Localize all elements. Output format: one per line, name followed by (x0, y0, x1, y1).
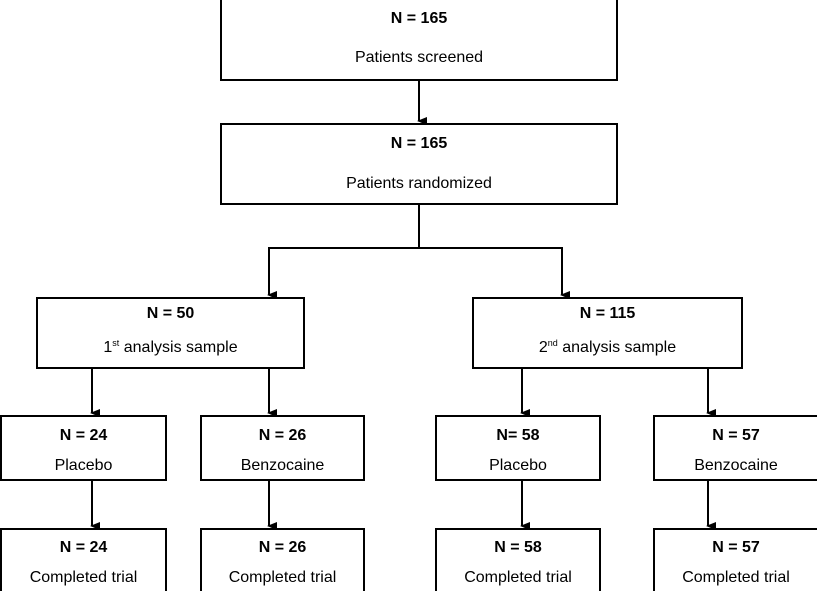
s2-benzocaine-completed-count: N = 57 (712, 539, 760, 556)
s2-placebo-completed-label: Completed trial (464, 569, 572, 586)
screened-count: N = 165 (390, 10, 448, 27)
s1-placebo-completed-count: N = 24 (59, 539, 108, 556)
box-s1-placebo: N = 24 Placebo (0, 415, 167, 481)
sample2-count: N = 115 (579, 305, 636, 322)
s2-benzocaine-label: Benzocaine (694, 457, 778, 474)
s2-benzocaine-completed-label: Completed trial (682, 569, 790, 586)
sample2-label: 2nd analysis sample (474, 339, 741, 357)
box-patients-screened: N = 165 Patients screened (220, 0, 618, 81)
box-s1-benzocaine: N = 26 Benzocaine (200, 415, 365, 481)
sample1-ordinal-suffix: st (112, 338, 120, 348)
s2-placebo-label: Placebo (489, 457, 547, 474)
sample2-ordinal-suffix: nd (547, 338, 558, 348)
screened-label: Patients screened (354, 49, 484, 66)
s1-benzocaine-label: Benzocaine (240, 457, 325, 474)
s1-benzocaine-completed-label: Completed trial (228, 569, 337, 586)
box-s2-placebo: N= 58 Placebo (435, 415, 601, 481)
s2-placebo-count: N= 58 (496, 427, 540, 444)
box-s1-benzocaine-completed: N = 26 Completed trial (200, 528, 365, 591)
s1-placebo-count: N = 24 (59, 427, 108, 444)
s1-placebo-completed-label: Completed trial (29, 569, 138, 586)
box-first-analysis-sample: N = 50 1st analysis sample (36, 297, 305, 369)
sample1-ordinal-number: 1 (103, 339, 113, 356)
sample2-ordinal-number: 2 (538, 339, 548, 356)
box-second-analysis-sample: N = 115 2nd analysis sample (472, 297, 743, 369)
box-patients-randomized: N = 165 Patients randomized (220, 123, 618, 205)
s2-placebo-completed-count: N = 58 (494, 539, 542, 556)
box-s2-benzocaine-completed: N = 57 Completed trial (653, 528, 817, 591)
sample2-label-text: analysis sample (557, 339, 677, 356)
box-s1-placebo-completed: N = 24 Completed trial (0, 528, 167, 591)
s1-benzocaine-completed-count: N = 26 (258, 539, 307, 556)
sample1-count: N = 50 (146, 305, 195, 322)
box-s2-benzocaine: N = 57 Benzocaine (653, 415, 817, 481)
box-s2-placebo-completed: N = 58 Completed trial (435, 528, 601, 591)
randomized-count: N = 165 (390, 135, 448, 152)
sample1-label-text: analysis sample (119, 339, 238, 356)
s2-benzocaine-count: N = 57 (712, 427, 760, 444)
randomized-label: Patients randomized (346, 175, 492, 192)
s1-benzocaine-count: N = 26 (258, 427, 307, 444)
s1-placebo-label: Placebo (54, 457, 113, 474)
sample1-label: 1st analysis sample (38, 339, 303, 357)
